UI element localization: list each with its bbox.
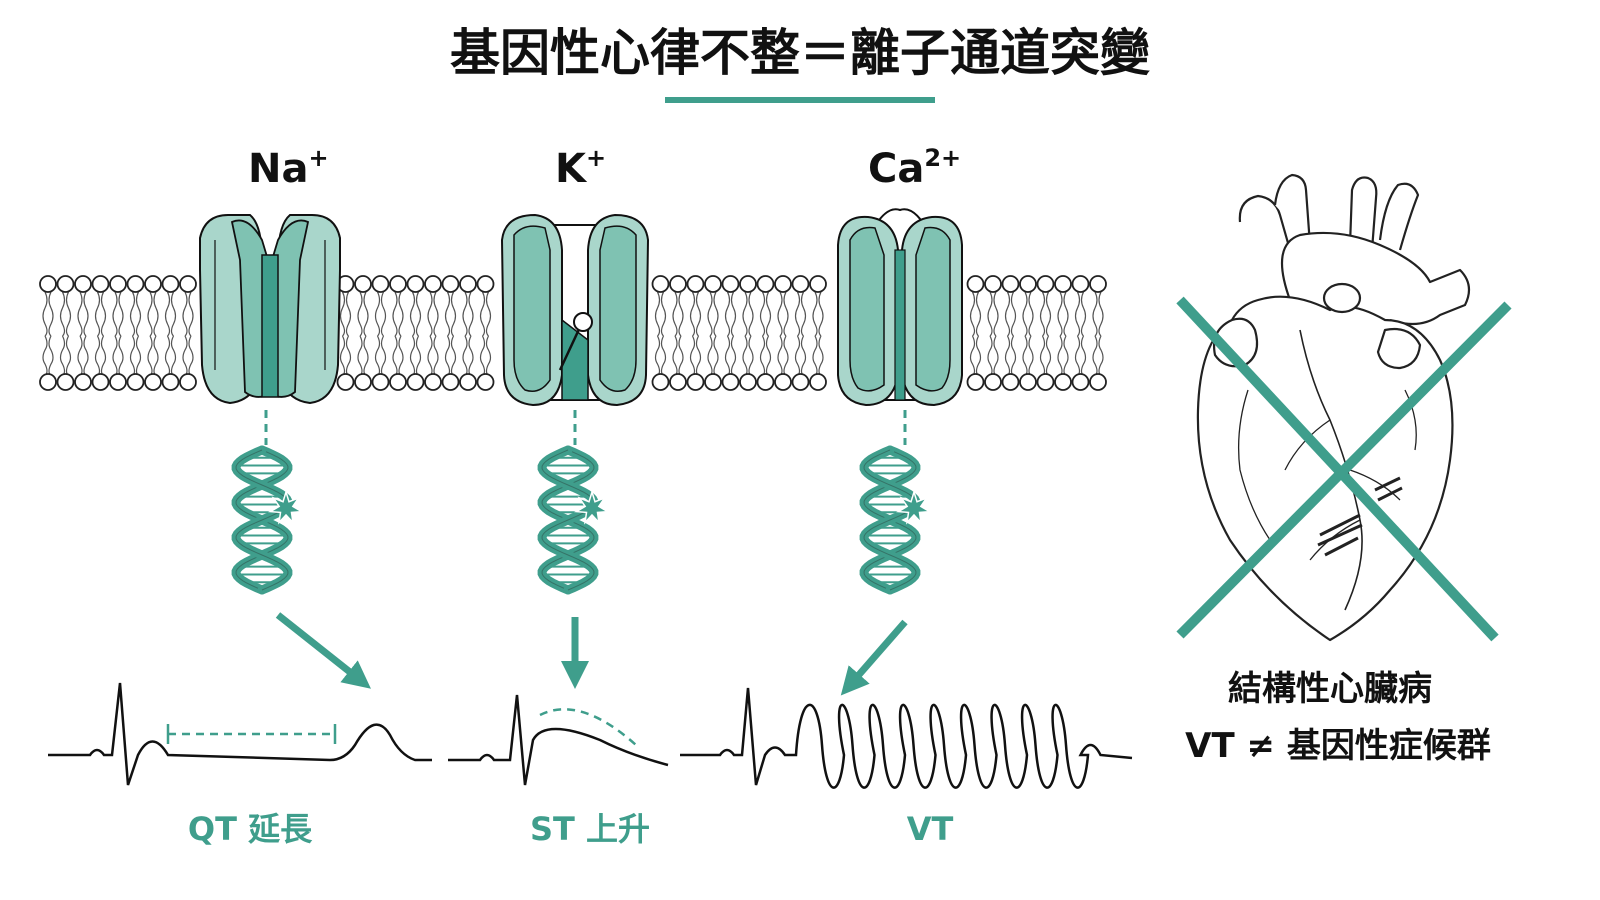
cross-out-x-icon [1176,296,1512,642]
ion-label-na: Na+ [248,144,329,192]
ecg-ventricular-tachycardia [680,687,1133,789]
k-gene-dna-icon [537,445,611,595]
qt-interval-marker [166,724,337,744]
ca-arrow-icon [840,619,908,696]
ion-label-ca: Ca2+ [868,144,961,192]
ca-channel [837,208,963,407]
effect-label-st: ST 上升 [530,810,650,848]
st-reference-dashed [539,708,637,746]
heart-caption-line1: 結構性心臟病 [1228,669,1432,709]
lipid-bilayer [39,275,1107,391]
ecg-qt-prolongation [48,682,432,786]
ecg-st-elevation [448,694,669,786]
ca-gene-dna-icon [859,445,933,595]
ion-label-k: K+ [555,144,606,192]
title-underline [665,97,935,103]
effect-label-qt: QT 延長 [188,810,313,848]
heart-caption-line2: VT ≠ 基因性症候群 [1185,726,1491,766]
k-channel [500,213,650,407]
na-channel [199,214,341,405]
page-title: 基因性心律不整＝離子通道突變 [450,24,1150,82]
effect-label-vt: VT [907,810,954,848]
na-gene-dna-icon [231,445,305,595]
na-arrow-icon [275,612,371,689]
